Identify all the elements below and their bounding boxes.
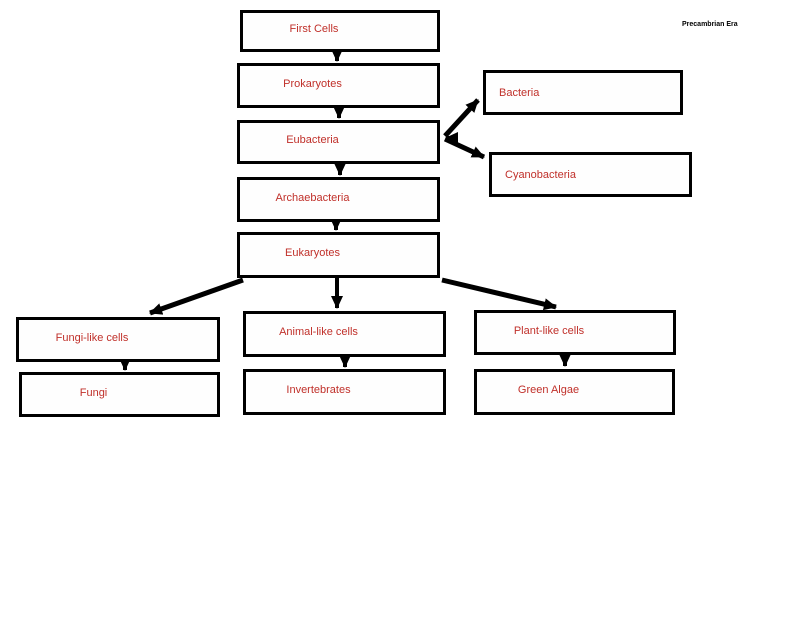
arrow-eubacteria-to-bacteria <box>443 98 480 138</box>
node-invertebrates-label: Invertebrates <box>286 384 351 396</box>
node-animal-like-cells: Animal-like cells <box>243 311 446 357</box>
node-cyanobacteria-label: Cyanobacteria <box>505 168 576 181</box>
node-fungi-like-cells-label: Fungi-like cells <box>55 331 129 344</box>
arrow-eubacteria-to-cyanobacteria <box>443 136 486 160</box>
node-first-cells-label: First Cells <box>289 23 339 35</box>
node-eukaryotes: Eukaryotes <box>237 232 440 278</box>
node-plant-like-cells: Plant-like cells <box>474 310 676 355</box>
node-prokaryotes-label: Prokaryotes <box>283 77 342 90</box>
node-eubacteria: Eubacteria <box>237 120 440 164</box>
node-fungi-like-cells: Fungi-like cells <box>16 317 220 362</box>
node-fungi: Fungi <box>19 372 220 417</box>
node-eubacteria-label: Eubacteria <box>286 134 339 146</box>
node-eukaryotes-label: Eukaryotes <box>284 247 341 259</box>
node-plant-like-cells-label: Plant-like cells <box>513 324 585 337</box>
node-fungi-label: Fungi <box>79 386 108 399</box>
node-archaebacteria-label: Archaebacteria <box>275 191 350 204</box>
arrow-eukaryotes-to-fungi-like-cells <box>149 277 244 316</box>
node-green-algae: Green Algae <box>474 369 675 415</box>
corner-note-precambrian-era: Precambrian Era <box>682 21 738 28</box>
node-prokaryotes: Prokaryotes <box>237 63 440 108</box>
node-first-cells: First Cells <box>240 10 440 52</box>
node-cyanobacteria: Cyanobacteria <box>489 152 692 197</box>
node-archaebacteria: Archaebacteria <box>237 177 440 222</box>
node-bacteria: Bacteria <box>483 70 683 115</box>
node-bacteria-label: Bacteria <box>499 86 540 99</box>
node-animal-like-cells-label: Animal-like cells <box>279 326 358 338</box>
node-green-algae-label: Green Algae <box>517 384 580 396</box>
node-invertebrates: Invertebrates <box>243 369 446 415</box>
arrow-eukaryotes-to-plant-like-cells <box>441 277 557 311</box>
